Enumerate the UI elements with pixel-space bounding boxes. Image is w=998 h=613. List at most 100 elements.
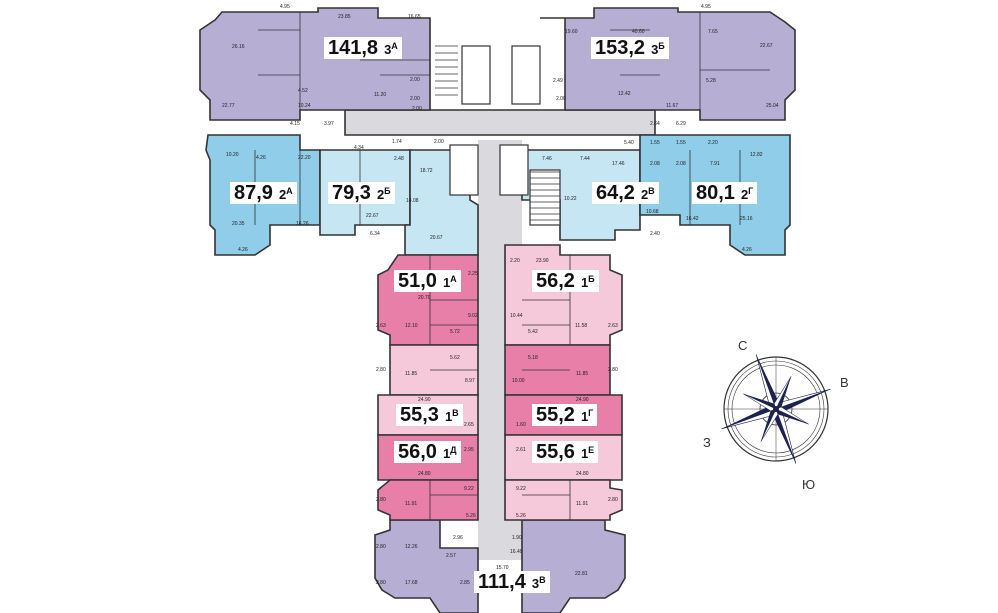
elevator-left-upper (461, 45, 491, 105)
room-area-value: 7.91 (710, 161, 720, 167)
room-area-value: 25.16 (740, 216, 753, 222)
room-area-value: 7.46 (542, 156, 552, 162)
room-area-value: 22.67 (760, 43, 773, 49)
room-area-value: 24.90 (418, 397, 431, 403)
room-area-value: 2.64 (650, 121, 660, 127)
room-area-value: 24.90 (576, 397, 589, 403)
room-area-value: 2.63 (376, 323, 386, 329)
apt-letter-1b: Б (588, 274, 595, 284)
room-area-value: 2.63 (608, 323, 618, 329)
room-area-value: 9.02 (468, 313, 478, 319)
corridor-upper (344, 109, 656, 136)
apt-rooms-1e: 1 (580, 446, 589, 461)
apt-3b-shape (540, 7, 796, 121)
room-area-value: 8.97 (465, 378, 475, 384)
room-area-value: 22.20 (298, 155, 311, 161)
room-area-value: 24.80 (576, 471, 589, 477)
room-area-value: 11.85 (576, 371, 589, 377)
room-area-value: 12.42 (618, 91, 631, 97)
room-area-value: 14.08 (406, 198, 419, 204)
apt-letter-3v: В (539, 575, 546, 585)
room-area-value: 2.20 (708, 140, 718, 146)
room-area-value: 23.85 (338, 14, 351, 20)
room-area-value: 10.20 (226, 152, 239, 158)
apt-letter-2v: В (648, 186, 655, 196)
room-area-value: 2.80 (608, 367, 618, 373)
room-area-value: 6.34 (370, 231, 380, 237)
room-area-value: 4.34 (354, 145, 364, 151)
room-area-value: 11.91 (576, 501, 589, 507)
room-area-value: 3.97 (324, 121, 334, 127)
room-area-value: 2.00 (556, 96, 566, 102)
apt-letter-1e: Е (588, 445, 595, 455)
room-area-value: 2.48 (394, 156, 404, 162)
apt-area-1v: 55,3 (400, 404, 439, 426)
apt-area-1g: 55,2 (536, 404, 575, 426)
apt-label-1g[interactable]: 55,2 1Г (532, 404, 598, 426)
room-area-value: 10.00 (512, 378, 525, 384)
room-area-value: 17.68 (405, 580, 418, 586)
apt-rooms-3v: 3 (531, 576, 540, 591)
apt-rooms-1a: 1 (442, 275, 451, 290)
room-area-value: 12.10 (405, 323, 418, 329)
room-area-value: 5.72 (450, 329, 460, 335)
apt-letter-1g: Г (588, 408, 594, 418)
apt-letter-2b: Б (384, 186, 391, 196)
room-area-value: 2.49 (553, 78, 563, 84)
apt-letter-2g: Г (748, 186, 754, 196)
apt-rooms-1d: 1 (442, 446, 451, 461)
elevator-right-lower (499, 144, 529, 196)
room-area-value: 2.08 (650, 161, 660, 167)
apt-area-1d: 56,0 (398, 441, 437, 463)
room-area-value: 2.00 (412, 106, 422, 112)
apt-rooms-1g: 1 (580, 409, 589, 424)
room-area-value: 5.40 (624, 140, 634, 146)
elevator-right-upper (511, 45, 541, 105)
apt-rooms-1v: 1 (444, 409, 453, 424)
compass-east-label: В (840, 375, 849, 390)
apt-1b-shape (504, 244, 623, 346)
room-area-value: 10.22 (564, 196, 577, 202)
room-area-value: 2.80 (376, 580, 386, 586)
apt-1d-lower (377, 479, 479, 521)
room-area-value: 20.70 (418, 295, 431, 301)
apt-rooms-1b: 1 (580, 275, 589, 290)
room-area-value: 2.80 (376, 544, 386, 550)
compass-south-label: Ю (802, 477, 816, 492)
room-area-value: 10.68 (646, 209, 659, 215)
elevator-left-lower (449, 144, 479, 196)
room-area-value: 5.62 (450, 355, 460, 361)
room-area-value: 16.26 (296, 221, 309, 227)
room-area-value: 2.40 (650, 231, 660, 237)
room-area-value: 2.20 (510, 258, 520, 264)
apt-3v-shape-right (521, 519, 626, 613)
room-area-value: 4.95 (701, 4, 711, 10)
room-area-value: 12.26 (405, 544, 418, 550)
room-area-value: 1.55 (676, 140, 686, 146)
room-area-value: 1.74 (392, 139, 402, 145)
room-area-value: 2.95 (464, 447, 474, 453)
room-area-value: 9.22 (464, 486, 474, 492)
room-area-value: 26.16 (232, 44, 245, 50)
room-area-value: 10.24 (298, 103, 311, 109)
room-area-value: 2.61 (516, 447, 526, 453)
room-area-value: 4.15 (290, 121, 300, 127)
room-area-value: 5.26 (516, 513, 526, 519)
room-area-value: 1.90 (512, 535, 522, 541)
room-area-value: 22.81 (575, 571, 588, 577)
apt-area-3a: 141,8 (328, 37, 379, 59)
room-area-value: 23.90 (536, 258, 549, 264)
